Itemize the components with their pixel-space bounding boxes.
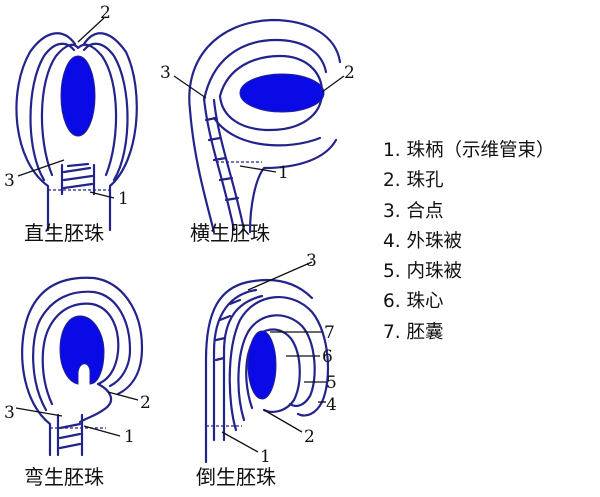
nucellus <box>41 302 120 406</box>
leader-2 <box>321 75 345 93</box>
label-7: 7 <box>324 323 335 343</box>
leader-1 <box>221 431 259 453</box>
label-6: 6 <box>322 347 333 367</box>
label-2: 2 <box>140 393 151 413</box>
embryo-sac <box>59 315 105 385</box>
label-5: 5 <box>326 373 337 393</box>
label-1: 1 <box>124 427 135 447</box>
legend-item-7: 7. 胚囊 <box>383 321 444 343</box>
legend-item-3: 3. 合点 <box>383 200 444 222</box>
caption-anatropous: 倒生胚珠 <box>196 465 276 489</box>
embryo-sac <box>247 330 277 400</box>
funiculus-vascular-bundle <box>202 96 246 232</box>
legend-item-5: 5. 内珠被 <box>383 261 463 283</box>
label-1: 1 <box>260 447 271 467</box>
caption-orthotropous: 直生胚珠 <box>24 221 104 245</box>
horizontal-ovule: 3 2 1 横生胚珠 <box>160 18 355 245</box>
outer-integument <box>188 18 342 234</box>
funiculus-vascular-bundle <box>56 413 84 457</box>
caption-curved: 弯生胚珠 <box>24 465 104 489</box>
anatropous-ovule: 3 7 6 5 4 2 1 倒生胚珠 <box>196 251 337 489</box>
nucellus <box>40 43 118 177</box>
leader-1 <box>89 191 115 199</box>
embryo-sac <box>239 73 325 113</box>
label-4: 4 <box>326 395 337 415</box>
inner-integument <box>237 314 316 422</box>
label-2: 2 <box>100 3 111 23</box>
leader-2 <box>107 391 139 401</box>
label-2: 2 <box>344 63 355 83</box>
leader-1 <box>83 425 121 437</box>
label-3: 3 <box>160 63 171 83</box>
leader-3 <box>15 407 63 417</box>
legend-item-2: 2. 珠孔 <box>383 170 444 192</box>
legend-item-1: 1. 珠柄（示维管束） <box>383 140 555 161</box>
label-1: 1 <box>278 163 289 183</box>
label-3: 3 <box>4 403 15 423</box>
outer-integument <box>15 32 138 232</box>
nucellus <box>245 328 301 413</box>
label-3: 3 <box>4 171 15 191</box>
leader-3 <box>17 159 65 177</box>
funiculus-vascular-bundle <box>60 162 96 196</box>
funiculus-vascular-bundle <box>212 288 264 442</box>
caption-horizontal: 横生胚珠 <box>190 221 270 245</box>
leader-3 <box>173 75 207 99</box>
label-2: 2 <box>304 427 315 447</box>
label-3: 3 <box>306 251 317 271</box>
leader-1 <box>239 165 277 173</box>
micropyle-fold <box>78 382 113 424</box>
outer-integument <box>21 276 144 457</box>
leader-2 <box>77 17 105 43</box>
inner-integument <box>29 42 129 182</box>
embryo-sac <box>60 55 96 137</box>
curved-ovule: 2 3 1 弯生胚珠 <box>4 276 151 489</box>
leader-3 <box>247 261 313 291</box>
legend-item-6: 6. 珠心 <box>383 291 444 313</box>
leader-2 <box>263 409 303 433</box>
orthotropous-ovule: 2 3 1 直生胚珠 <box>4 3 138 245</box>
inner-integument <box>202 38 328 147</box>
legend: 1. 珠柄（示维管束） 2. 珠孔 3. 合点 4. 外珠被 5. 内珠被 6.… <box>383 136 555 348</box>
inner-integument <box>32 290 132 412</box>
funiculus-outer-wall <box>204 278 314 464</box>
label-1: 1 <box>118 189 129 209</box>
legend-item-4: 4. 外珠被 <box>383 230 463 252</box>
outer-integument <box>228 296 330 432</box>
